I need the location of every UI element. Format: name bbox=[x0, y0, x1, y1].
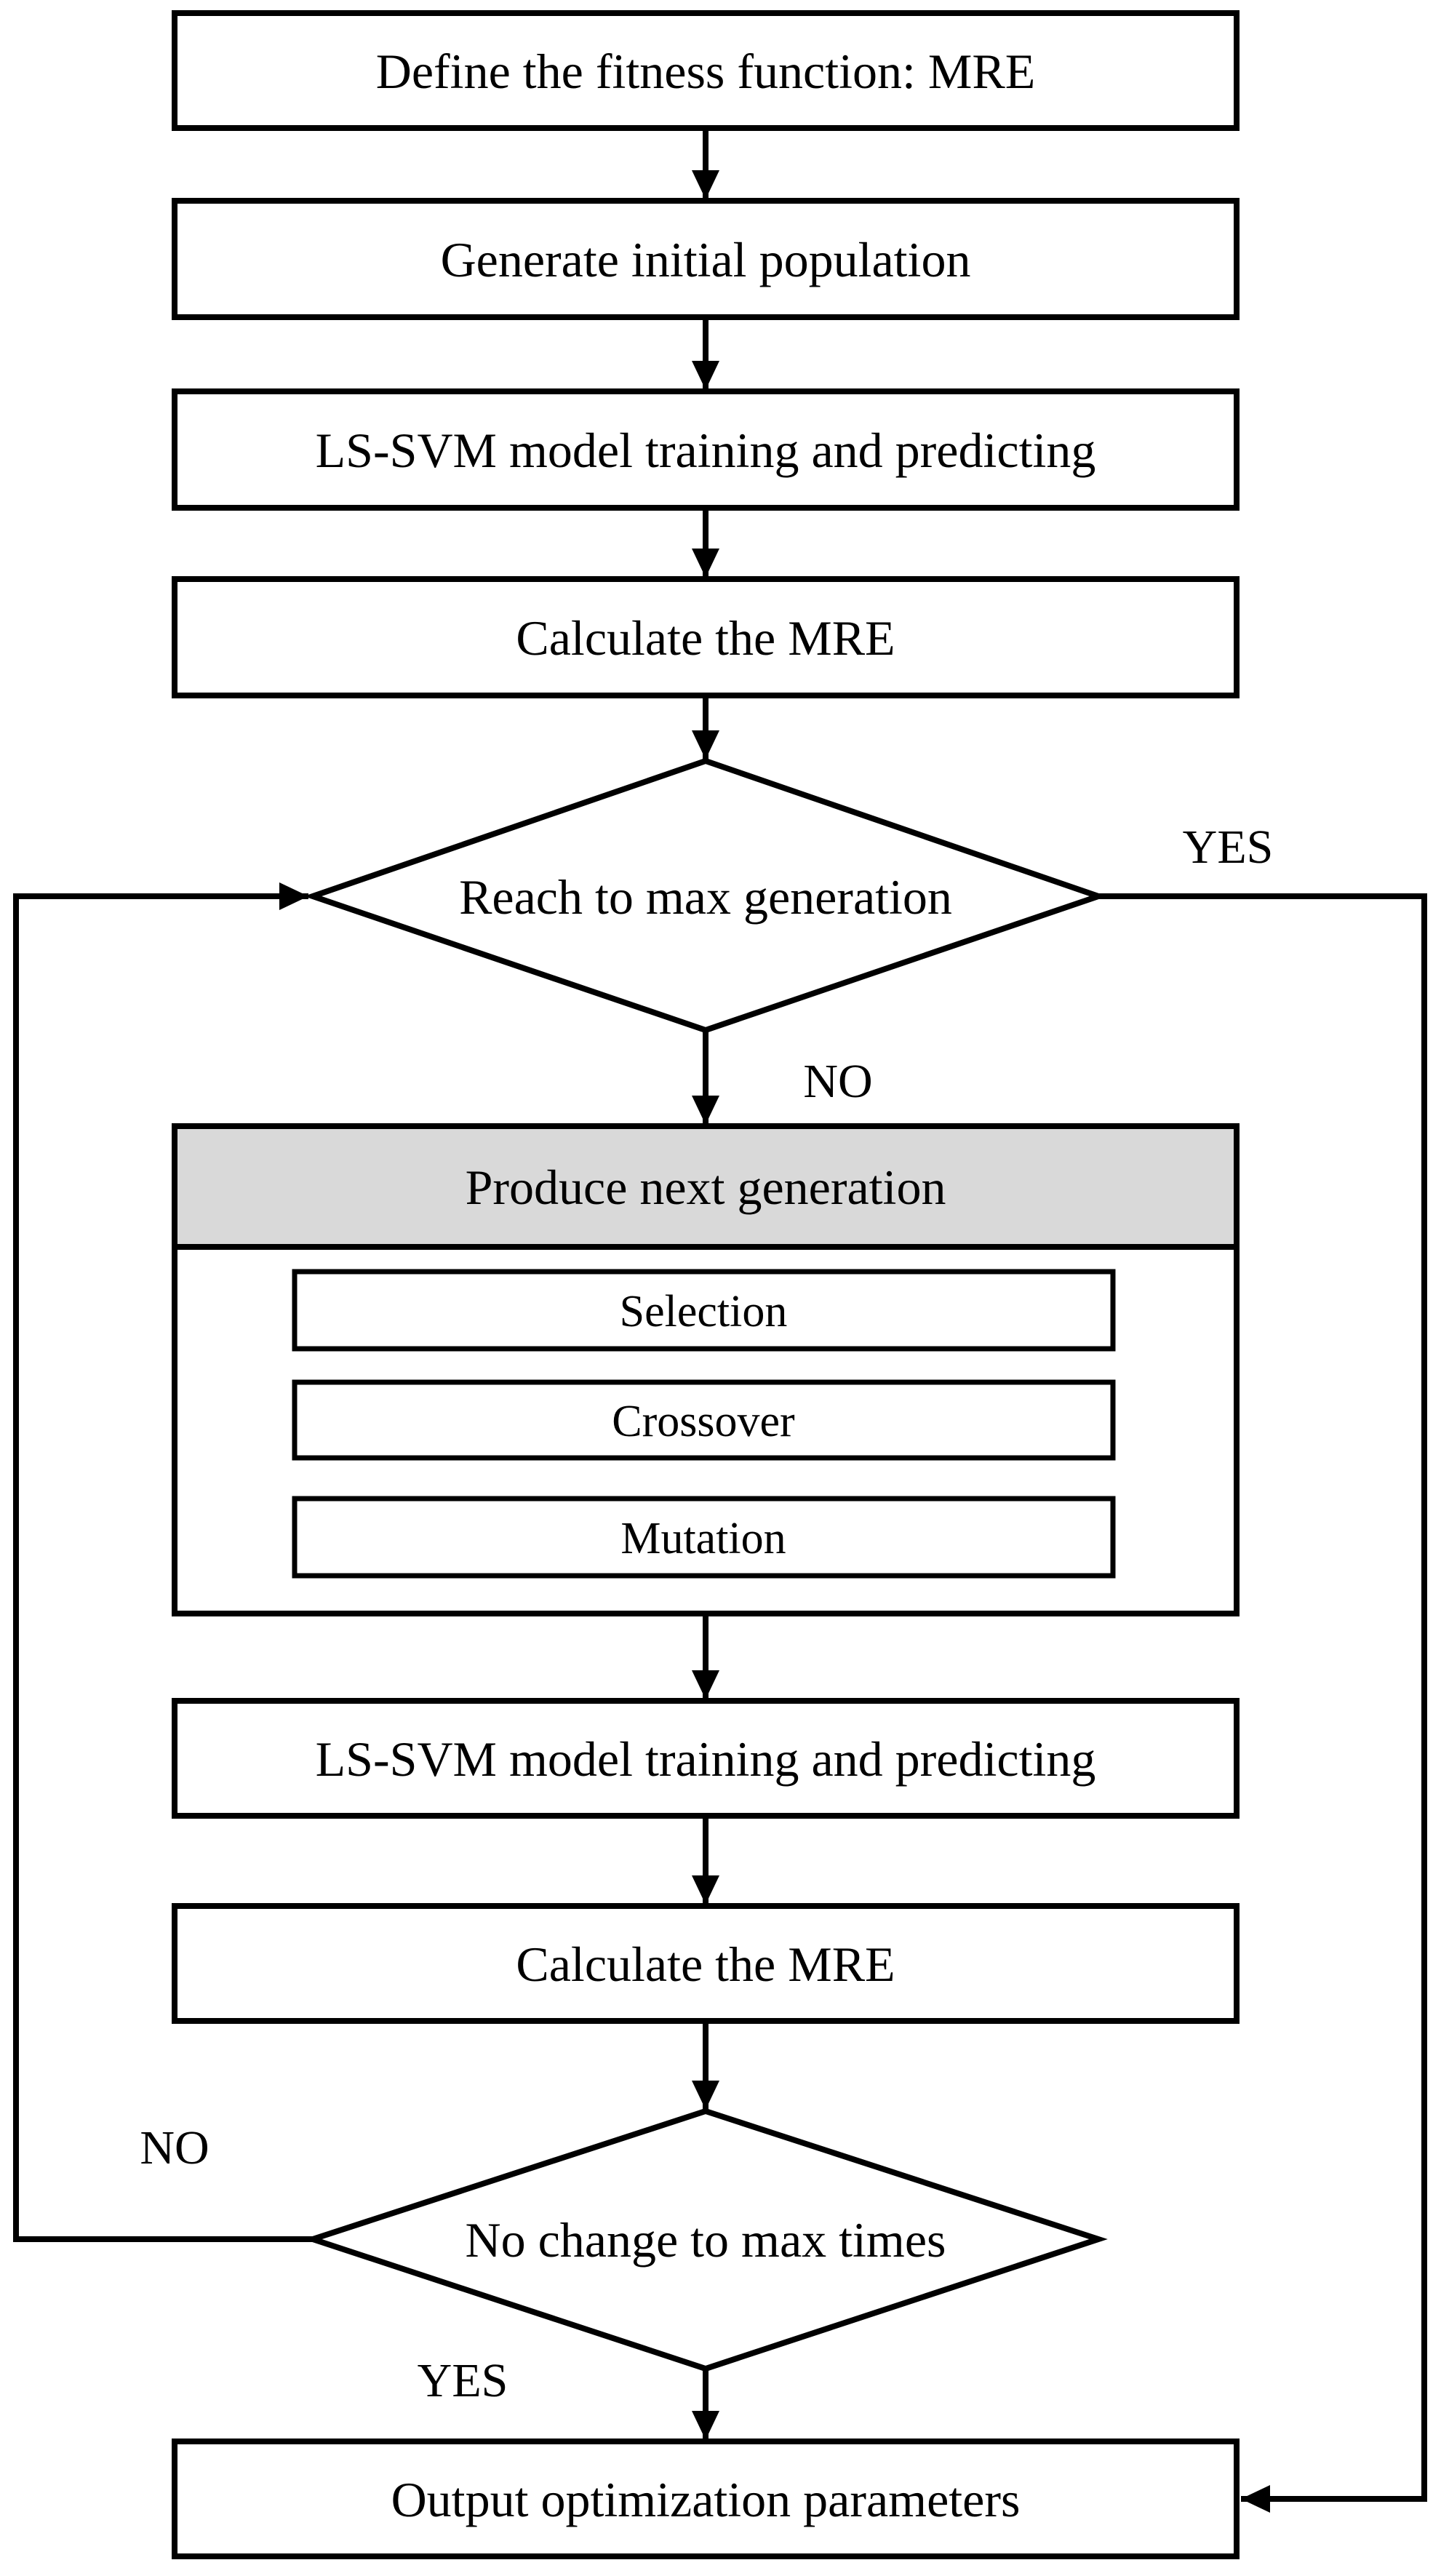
decision-no-change-max-times bbox=[303, 2108, 1108, 2372]
process-define-fitness-label: Define the fitness function: MRE bbox=[376, 44, 1035, 99]
sub-process-selection-box bbox=[292, 1269, 1116, 1352]
sub-process-crossover-box bbox=[292, 1379, 1116, 1461]
process-lssvm-training-1-label: LS-SVM model training and predicting bbox=[316, 423, 1096, 478]
decision-reach-max-generation-label: Reach to max generation bbox=[459, 869, 952, 925]
branch-label-yes-bottom: YES bbox=[418, 2354, 508, 2407]
branch-label-no-left: NO bbox=[140, 2121, 209, 2174]
process-output-parameters-label: Output optimization parameters bbox=[391, 2472, 1021, 2527]
branch-label-no-top: NO bbox=[803, 1055, 872, 1108]
process-calculate-mre-1-label: Calculate the MRE bbox=[516, 610, 895, 666]
process-calculate-mre-2-label: Calculate the MRE bbox=[516, 1937, 895, 1992]
process-lssvm-training-1-box bbox=[172, 388, 1240, 511]
process-lssvm-training-2-label: LS-SVM model training and predicting bbox=[316, 1731, 1096, 1787]
process-generate-population-label: Generate initial population bbox=[441, 232, 971, 287]
process-output-parameters-box bbox=[172, 2439, 1240, 2559]
sub-process-selection-label: Selection bbox=[620, 1287, 788, 1336]
sub-process-mutation-label: Mutation bbox=[620, 1514, 786, 1563]
produce-next-generation-header bbox=[172, 1123, 1240, 1250]
process-lssvm-training-2-box bbox=[172, 1698, 1240, 1819]
process-generate-population-box bbox=[172, 198, 1240, 320]
feedback-line-no-left bbox=[13, 882, 313, 2242]
branch-label-yes-top: YES bbox=[1183, 821, 1274, 874]
sub-process-mutation-box bbox=[292, 1496, 1116, 1579]
process-define-fitness-box bbox=[172, 10, 1240, 131]
feedback-line-yes-right bbox=[1098, 893, 1427, 2513]
produce-next-generation-label: Produce next generation bbox=[466, 1160, 946, 1215]
decision-reach-max-generation bbox=[303, 757, 1108, 1034]
process-calculate-mre-2-box bbox=[172, 1903, 1240, 2024]
sub-process-crossover-label: Crossover bbox=[612, 1397, 795, 1446]
process-calculate-mre-1-box bbox=[172, 576, 1240, 698]
decision-no-change-max-times-label: No change to max times bbox=[466, 2212, 946, 2268]
